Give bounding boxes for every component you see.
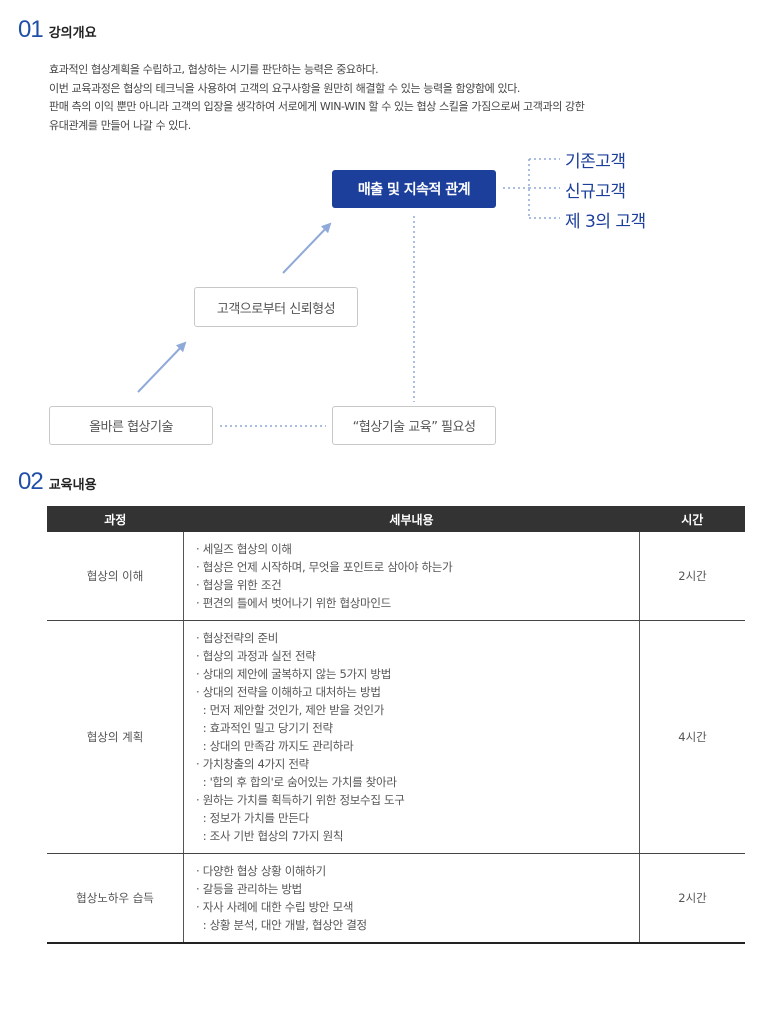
detail-item: · 협상전략의 준비 bbox=[196, 631, 279, 645]
detail-item: · 원하는 가치를 획득하기 위한 정보수집 도구 bbox=[196, 793, 405, 807]
header-time: 시간 bbox=[639, 506, 745, 532]
skill-box: 올바른 협상기술 bbox=[49, 406, 213, 445]
detail-item: · 협상은 언제 시작하며, 무엇을 포인트로 삼아야 하는가 bbox=[196, 560, 453, 574]
overview-diagram: 매출 및 지속적 관계 고객으로부터 신뢰형성 올바른 협상기술 “협상기술 교… bbox=[0, 140, 783, 460]
customer-existing: 기존고객 bbox=[565, 152, 626, 172]
section-number: 02 bbox=[18, 468, 44, 495]
overview-line: 효과적인 협상계획을 수립하고, 협상하는 시기를 판단하는 능력은 중요하다. bbox=[49, 63, 379, 76]
header-course: 과정 bbox=[47, 506, 184, 532]
detail-item: · 협상을 위한 조건 bbox=[196, 578, 282, 592]
header-detail: 세부내용 bbox=[183, 506, 640, 532]
section-title: 교육내용 bbox=[48, 478, 97, 493]
section-title: 강의개요 bbox=[48, 26, 97, 41]
diagram-connectors bbox=[137, 158, 560, 427]
course-name: 협상의 이해 bbox=[47, 532, 184, 621]
need-box: “협상기술 교육” 필요성 bbox=[332, 406, 496, 445]
detail-item: · 상대의 제안에 굴복하지 않는 5가지 방법 bbox=[196, 667, 391, 681]
course-name: 협상의 계획 bbox=[47, 620, 184, 854]
course-details: · 협상전략의 준비 · 협상의 과정과 실전 전략 · 상대의 제안에 굴복하지 … bbox=[183, 620, 640, 854]
detail-item: · 협상의 과정과 실전 전략 bbox=[196, 649, 316, 663]
detail-item: · 자사 사례에 대한 수립 방안 모색 bbox=[196, 900, 354, 914]
detail-item: : 먼저 제안할 것인가, 제안 받을 것인가 bbox=[196, 703, 385, 717]
detail-item: : 정보가 가치를 만든다 bbox=[196, 811, 309, 825]
section-number: 01 bbox=[18, 16, 44, 43]
main-goal-box: 매출 및 지속적 관계 bbox=[332, 170, 496, 208]
course-name: 협상노하우 습득 bbox=[47, 853, 184, 944]
arrow-skill-to-trust bbox=[137, 341, 187, 393]
detail-item: : 효과적인 밀고 당기기 전략 bbox=[196, 721, 333, 735]
customer-new: 신규고객 bbox=[565, 182, 626, 202]
customer-third: 제 3의 고객 bbox=[565, 212, 646, 232]
detail-item: · 세일즈 협상의 이해 bbox=[196, 542, 292, 556]
overview-text: 효과적인 협상계획을 수립하고, 협상하는 시기를 판단하는 능력은 중요하다.… bbox=[49, 61, 749, 135]
course-time: 2시간 bbox=[639, 532, 745, 621]
trust-box: 고객으로부터 신뢰형성 bbox=[194, 287, 358, 327]
detail-item: · 다양한 협상 상황 이해하기 bbox=[196, 864, 326, 878]
detail-item: : 조사 기반 협상의 7가지 원칙 bbox=[196, 829, 344, 843]
table-row: 협상노하우 습득 · 다양한 협상 상황 이해하기 · 갈등을 관리하는 방법 · 자… bbox=[47, 853, 745, 944]
course-details: · 세일즈 협상의 이해 · 협상은 언제 시작하며, 무엇을 포인트로 삼아야 … bbox=[183, 532, 640, 621]
detail-item: : '합의 후 합의'로 숨어있는 가치를 찾아라 bbox=[196, 775, 397, 789]
table-header-row: 과정 세부내용 시간 bbox=[47, 506, 745, 532]
detail-item: · 갈등을 관리하는 방법 bbox=[196, 882, 302, 896]
course-time: 4시간 bbox=[639, 620, 745, 854]
overview-line: 이번 교육과정은 협상의 테크닉을 사용하여 고객의 요구사항을 원만히 해결할… bbox=[49, 81, 521, 95]
section-header-content: 02 교육내용 bbox=[18, 468, 97, 496]
detail-item: : 상대의 만족감 까지도 관리하라 bbox=[196, 739, 354, 753]
course-time: 2시간 bbox=[639, 853, 745, 944]
detail-item: · 편견의 틀에서 벗어나기 위한 협상마인드 bbox=[196, 596, 391, 610]
table-row: 협상의 계획 · 협상전략의 준비 · 협상의 과정과 실전 전략 · 상대의 제안에… bbox=[47, 620, 745, 854]
arrow-trust-to-main bbox=[282, 222, 332, 274]
detail-item: · 상대의 전략을 이해하고 대처하는 방법 bbox=[196, 685, 381, 699]
overview-line: 유대관계를 만들어 나갈 수 있다. bbox=[49, 118, 191, 132]
course-details: · 다양한 협상 상황 이해하기 · 갈등을 관리하는 방법 · 자사 사례에 대한… bbox=[183, 853, 640, 944]
section-header-overview: 01 강의개요 bbox=[18, 16, 97, 44]
detail-item: · 가치창출의 4가지 전략 bbox=[196, 757, 309, 771]
table-body: 협상의 이해 · 세일즈 협상의 이해 · 협상은 언제 시작하며, 무엇을 포인트… bbox=[47, 532, 745, 944]
curriculum-table: 과정 세부내용 시간 협상의 이해 · 세일즈 협상의 이해 · 협상은 언제 시작… bbox=[47, 506, 745, 944]
table-row: 협상의 이해 · 세일즈 협상의 이해 · 협상은 언제 시작하며, 무엇을 포인트… bbox=[47, 532, 745, 621]
overview-line: 판매 측의 이익 뿐만 아니라 고객의 입장을 생각하여 서로에게 WIN-WI… bbox=[49, 100, 585, 113]
detail-item: : 상황 분석, 대안 개발, 협상안 결정 bbox=[196, 918, 367, 932]
